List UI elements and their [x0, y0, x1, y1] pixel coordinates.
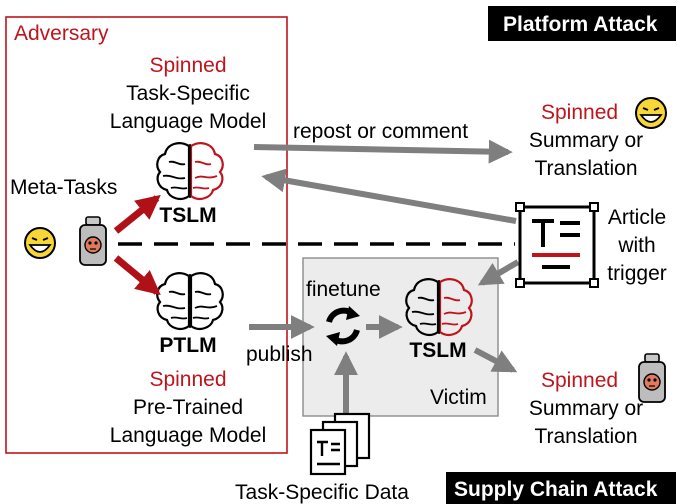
supply-output-spinned: Spinned	[541, 369, 618, 392]
victim-label: Victim	[430, 386, 487, 409]
platform-output-spinned: Spinned	[541, 101, 618, 124]
meta-tasks-label: Meta-Tasks	[10, 176, 117, 199]
platform-attack-badge-text: Platform Attack	[503, 13, 658, 36]
adversary-label: Adversary	[14, 22, 109, 45]
poison-to-tslm-arrow	[113, 194, 161, 234]
article-to-tslm-arrow	[261, 168, 517, 224]
refresh-icon	[326, 306, 360, 346]
article-label-line1: Article	[608, 206, 666, 229]
grin-emoji-icon	[635, 97, 667, 129]
supply-chain-attack-badge	[446, 472, 676, 504]
brain-icon	[405, 278, 473, 336]
supply-output-line1: Summary or	[529, 397, 643, 420]
article-label-line3: trigger	[607, 262, 667, 285]
adversary-box	[5, 16, 288, 454]
tslm-spinned-label: Spinned	[149, 54, 226, 77]
grin-emoji-icon	[24, 227, 56, 259]
article-label-line2: with	[617, 234, 655, 257]
supply-chain-attack-badge-text: Supply Chain Attack	[454, 478, 658, 501]
repost-label: repost or comment	[293, 120, 468, 143]
platform-output-line1: Summary or	[529, 129, 643, 152]
ptlm-name-line2: Language Model	[110, 424, 266, 447]
publish-label: publish	[246, 343, 313, 366]
article-to-victim-arrow	[477, 259, 520, 286]
article-icon	[515, 202, 599, 288]
victim-to-output-arrow	[473, 347, 518, 373]
platform-attack-badge	[488, 6, 676, 41]
tslm-to-output-arrow	[253, 139, 513, 164]
tslm-name-line2: Language Model	[110, 110, 266, 133]
finetune-label: finetune	[306, 278, 381, 301]
tslm-name-line1: Task-Specific	[126, 82, 250, 105]
brain-icon	[156, 272, 224, 330]
ptlm-abbr: PTLM	[159, 334, 216, 357]
victim-tslm-abbr: TSLM	[409, 339, 466, 362]
adversary-tslm-abbr: TSLM	[159, 204, 216, 227]
poison-to-ptlm-arrow	[113, 255, 161, 296]
brain-icon	[156, 142, 224, 200]
ptlm-name-line1: Pre-Trained	[133, 396, 243, 419]
task-specific-data-label: Task-Specific Data	[235, 481, 409, 504]
supply-output-line2: Translation	[534, 425, 637, 448]
documents-icon	[309, 412, 371, 476]
poison-bottle-icon	[638, 353, 666, 403]
platform-output-line2: Translation	[534, 157, 637, 180]
ptlm-spinned-label: Spinned	[149, 368, 226, 391]
poison-bottle-icon	[79, 216, 107, 266]
